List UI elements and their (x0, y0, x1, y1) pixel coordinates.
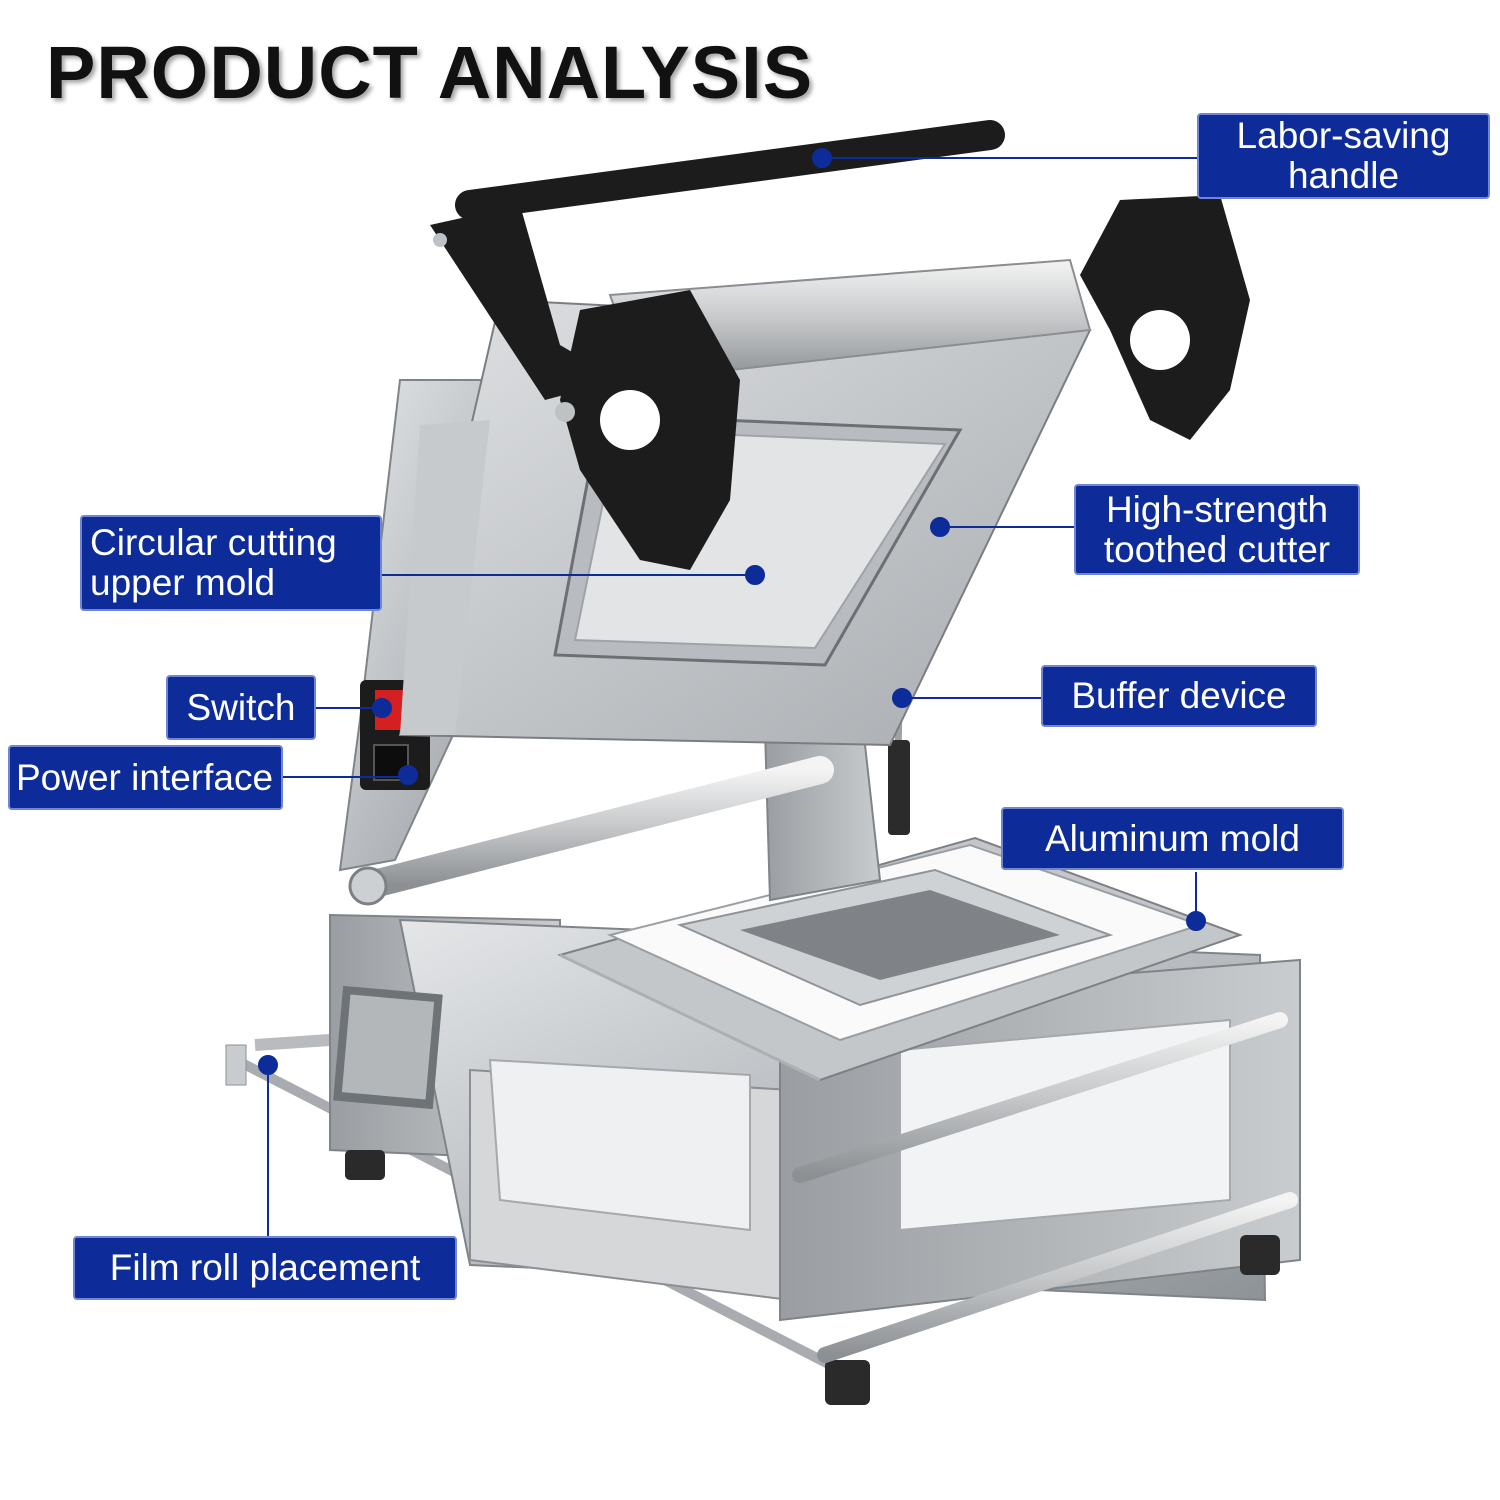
power-interface-label: Power interface (8, 745, 283, 810)
aluminum-mold-label: Aluminum mold (1001, 807, 1344, 870)
switch-label: Switch (166, 675, 316, 740)
buffer-device-label: Buffer device (1041, 665, 1317, 727)
upper-mold-label: Circular cutting upper mold (80, 515, 382, 611)
page-title: PRODUCT ANALYSIS (46, 31, 814, 114)
film-roll-placement-label: Film roll placement (73, 1236, 457, 1300)
side-rods (792, 1012, 1298, 1363)
roller-bar (348, 756, 834, 906)
black-handle (430, 120, 1250, 570)
labor-saving-handle-label: Labor-saving handle (1197, 113, 1490, 199)
toothed-cutter-label: High-strength toothed cutter (1074, 484, 1360, 575)
callout-leaders (258, 148, 1206, 1236)
